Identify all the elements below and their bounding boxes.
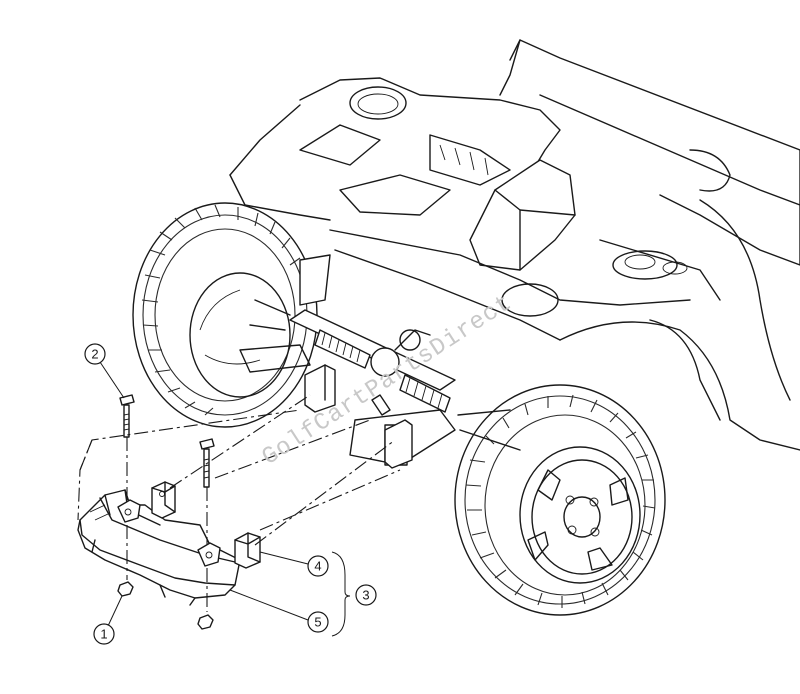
callout-4-label: 4 (314, 559, 321, 574)
callout-3: 3 (331, 551, 377, 637)
right-wheel (454, 384, 666, 616)
bolt-part-2 (119, 394, 135, 438)
spacer-block-part-4 (234, 532, 261, 569)
assembly-phantom-lines (77, 394, 401, 612)
callout-5: 5 (229, 589, 329, 633)
callout-4: 4 (259, 551, 329, 577)
callout-2: 2 (84, 343, 125, 399)
callout-1-label: 1 (100, 627, 107, 642)
nut-part-1 (117, 581, 214, 630)
spacer-block-loose (151, 481, 176, 519)
left-wheel (132, 202, 318, 428)
bumper-mount-brackets (304, 364, 413, 469)
cart-body (229, 39, 800, 451)
front-bumper (77, 489, 241, 606)
callout-5-label: 5 (314, 615, 321, 630)
callout-2-label: 2 (91, 347, 98, 362)
steering-rack (239, 254, 521, 466)
callout-1: 1 (93, 595, 123, 645)
callout-3-label: 3 (362, 588, 369, 603)
